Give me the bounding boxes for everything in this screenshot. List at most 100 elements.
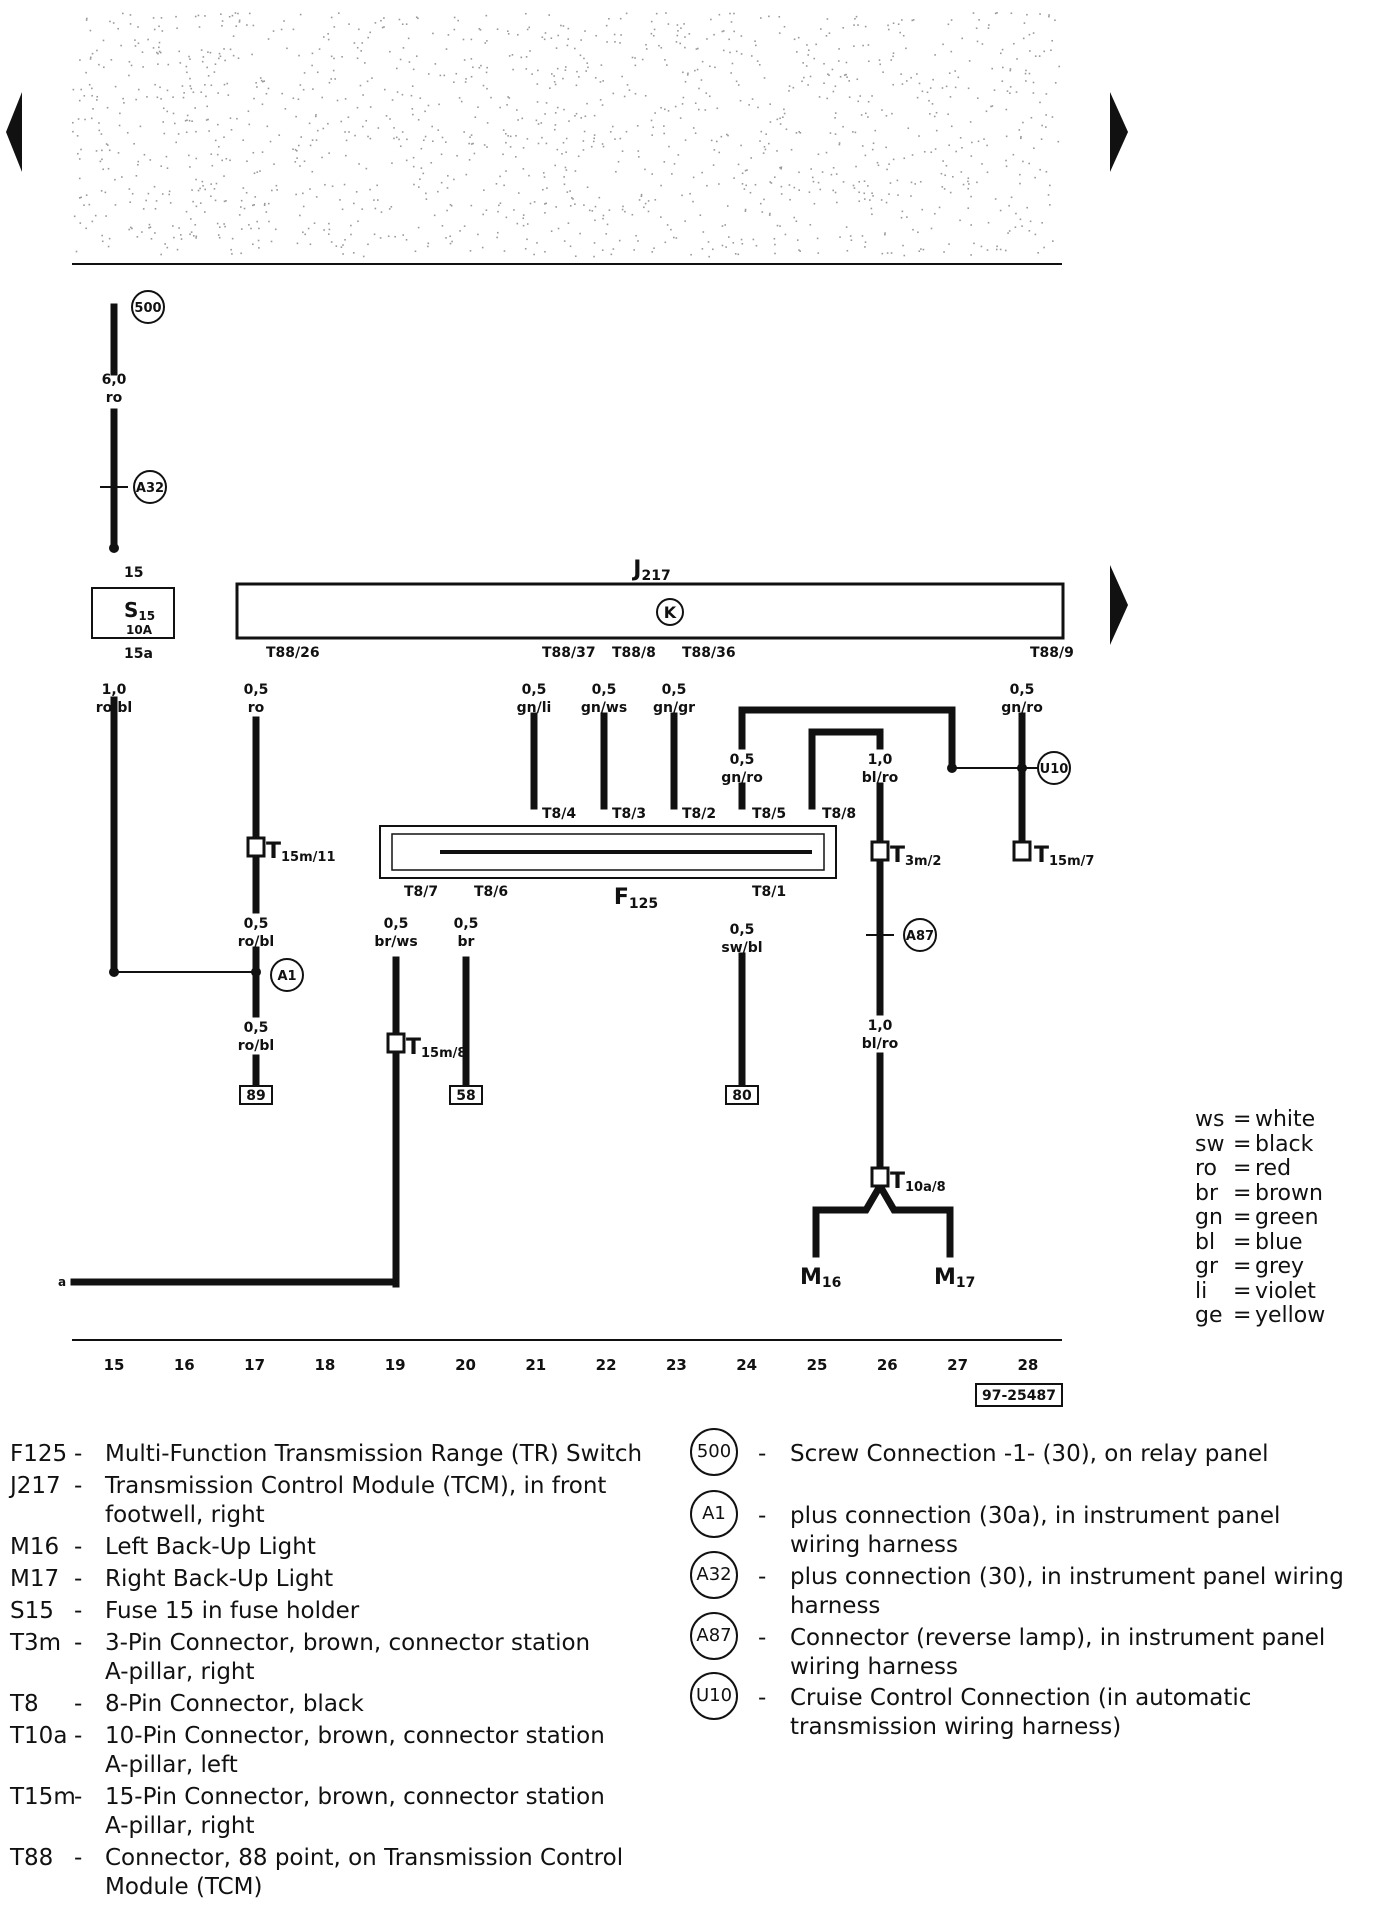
wires xyxy=(70,303,1040,1288)
noise-dot xyxy=(906,216,908,218)
noise-dot xyxy=(677,154,680,156)
noise-dot xyxy=(569,190,571,192)
svg-text:T8/3: T8/3 xyxy=(612,806,646,822)
noise-dot xyxy=(769,103,771,105)
noise-dot xyxy=(914,183,917,185)
noise-dot xyxy=(726,133,728,136)
noise-dot xyxy=(129,23,132,25)
noise-dot xyxy=(711,248,714,251)
grid-number: 19 xyxy=(385,1356,406,1374)
noise-dot xyxy=(295,115,297,118)
noise-dot xyxy=(309,188,311,190)
noise-dot xyxy=(610,253,613,256)
noise-dot xyxy=(206,66,208,69)
legend-dash: - xyxy=(758,1503,767,1529)
noise-dot xyxy=(100,190,103,192)
noise-dot xyxy=(210,153,213,155)
noise-dot xyxy=(1018,129,1021,131)
noise-dot xyxy=(853,24,855,26)
noise-dot xyxy=(801,80,803,83)
noise-dot xyxy=(265,92,268,95)
connection-badge-icon: A32 xyxy=(690,1551,738,1599)
noise-dot xyxy=(217,234,220,236)
noise-dot xyxy=(650,119,653,122)
noise-dot xyxy=(133,142,135,145)
connection-u10-icon xyxy=(1037,751,1071,785)
noise-dot xyxy=(173,236,175,239)
noise-dot xyxy=(1043,50,1046,53)
noise-dot xyxy=(1049,204,1051,206)
noise-dot xyxy=(950,19,953,21)
noise-dot xyxy=(864,241,867,243)
noise-dot xyxy=(126,131,129,134)
svg-text:0,5: 0,5 xyxy=(662,682,687,698)
noise-dot xyxy=(618,239,621,242)
noise-dot xyxy=(634,92,637,95)
noise-dot xyxy=(735,80,738,83)
noise-dot xyxy=(520,56,523,59)
noise-dot xyxy=(516,222,519,225)
noise-dot xyxy=(823,62,825,65)
noise-dot xyxy=(978,19,980,21)
noise-dot xyxy=(588,209,591,212)
noise-dot xyxy=(725,246,727,248)
noise-dot xyxy=(548,14,550,16)
noise-dot xyxy=(910,195,912,197)
noise-dot xyxy=(156,51,158,54)
noise-dot xyxy=(967,177,970,180)
noise-dot xyxy=(328,81,331,84)
noise-dot xyxy=(926,91,929,94)
noise-dot xyxy=(72,130,74,133)
noise-dot xyxy=(253,97,255,100)
svg-text:T88/26: T88/26 xyxy=(266,645,320,661)
noise-dot xyxy=(483,144,486,146)
noise-dot xyxy=(417,226,420,229)
noise-dot xyxy=(190,87,193,90)
next-arrow-icon-mid[interactable] xyxy=(1110,565,1128,645)
f125-label: F125 xyxy=(614,885,658,912)
noise-dot xyxy=(356,57,359,60)
noise-dot xyxy=(515,134,517,137)
noise-dot xyxy=(650,32,653,35)
noise-dot xyxy=(175,141,177,144)
noise-dot xyxy=(757,106,759,109)
noise-dot xyxy=(1022,37,1025,40)
noise-dot xyxy=(541,136,543,139)
noise-dot xyxy=(330,78,333,80)
noise-dot xyxy=(863,198,866,200)
prev-arrow-icon[interactable] xyxy=(6,92,22,172)
noise-dot xyxy=(373,199,375,201)
next-arrow-icon[interactable] xyxy=(1110,92,1128,172)
noise-dot xyxy=(137,26,139,28)
noise-dot xyxy=(256,220,258,223)
noise-dot xyxy=(106,106,109,109)
noise-dot xyxy=(343,183,346,186)
noise-dot xyxy=(365,119,368,122)
noise-dot xyxy=(888,163,890,165)
noise-dot xyxy=(153,28,156,31)
noise-dot xyxy=(183,92,185,94)
noise-dot xyxy=(331,185,334,188)
noise-dot xyxy=(828,74,830,77)
noise-dot xyxy=(734,253,737,255)
noise-dot xyxy=(311,52,314,55)
noise-dot xyxy=(296,242,299,245)
svg-text:A87: A87 xyxy=(906,929,934,944)
noise-dot xyxy=(572,198,574,200)
noise-dot xyxy=(981,43,984,45)
noise-dot xyxy=(486,40,488,42)
noise-dot xyxy=(99,160,102,163)
noise-dot xyxy=(1034,233,1037,236)
noise-dot xyxy=(778,32,781,34)
noise-dot xyxy=(440,153,443,156)
noise-dot xyxy=(625,12,628,15)
legend-key: M16 xyxy=(10,1534,60,1560)
noise-dot xyxy=(563,183,566,186)
noise-dot xyxy=(455,72,458,75)
noise-dot xyxy=(795,132,798,134)
noise-dot xyxy=(128,228,130,231)
noise-dot xyxy=(744,210,747,212)
noise-dot xyxy=(667,110,670,112)
noise-dot xyxy=(427,242,430,245)
noise-dot xyxy=(483,189,485,192)
